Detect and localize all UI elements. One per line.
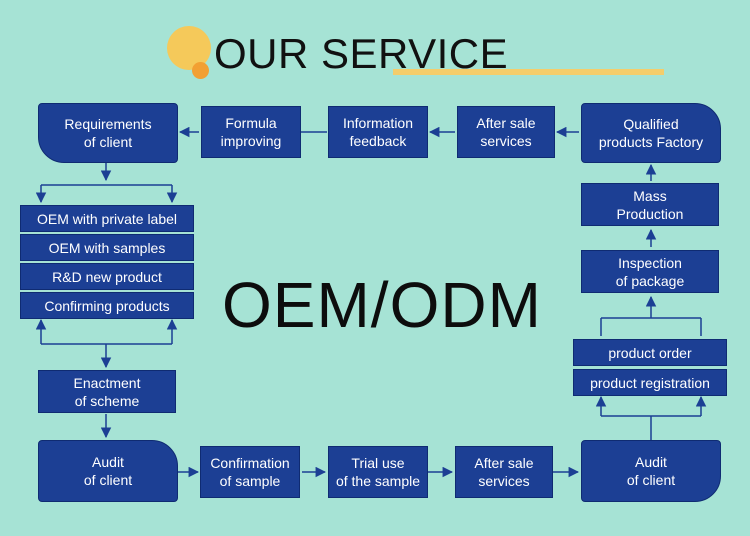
- product-order-box: product order: [573, 339, 727, 366]
- rnd-new-product-box: R&D new product: [20, 263, 194, 290]
- product-registration-box: product registration: [573, 369, 727, 396]
- formula-improving-box: Formula improving: [201, 106, 301, 158]
- enactment-of-scheme-box: Enactment of scheme: [38, 370, 176, 413]
- center-label: OEM/ODM: [222, 269, 542, 341]
- confirmation-of-sample-box: Confirmation of sample: [200, 446, 300, 498]
- oem-samples-box: OEM with samples: [20, 234, 194, 261]
- title-underline: [393, 69, 664, 75]
- after-sale-services-top-box: After sale services: [457, 106, 555, 158]
- after-sale-services-bottom-box: After sale services: [455, 446, 553, 498]
- oem-private-label-box: OEM with private label: [20, 205, 194, 232]
- confirming-products-box: Confirming products: [20, 292, 194, 319]
- trial-use-box: Trial use of the sample: [328, 446, 428, 498]
- audit-of-client-left-box: Audit of client: [38, 440, 178, 502]
- requirements-of-client-box: Requirements of client: [38, 103, 178, 163]
- inspection-of-package-box: Inspection of package: [581, 250, 719, 293]
- information-feedback-box: Information feedback: [328, 106, 428, 158]
- qualified-products-factory-box: Qualified products Factory: [581, 103, 721, 163]
- audit-of-client-right-box: Audit of client: [581, 440, 721, 502]
- decorative-dot: [192, 62, 209, 79]
- mass-production-box: Mass Production: [581, 183, 719, 226]
- page-title: OUR SERVICE: [214, 30, 509, 77]
